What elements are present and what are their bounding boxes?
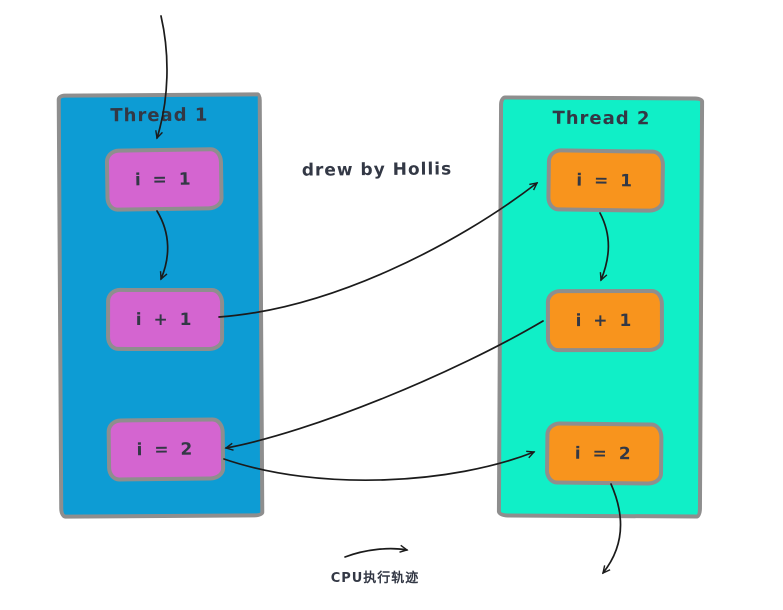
thread1-panel: Thread 1 i = 1 i + 1 i = 2 xyxy=(56,92,265,519)
credit-text: drew by Hollis xyxy=(301,159,453,181)
thread1-title: Thread 1 xyxy=(110,104,209,127)
thread1-node-i-eq-1: i = 1 xyxy=(104,147,224,212)
thread1-node-i-plus-1: i + 1 xyxy=(106,287,225,352)
thread2-title: Thread 2 xyxy=(552,107,651,130)
thread2-node-i-plus-1: i + 1 xyxy=(545,288,664,353)
thread2-node-i-eq-1: i = 1 xyxy=(546,148,666,213)
cross-arrow-t1ieq2-to-t2ieq2 xyxy=(223,450,536,482)
thread2-panel: Thread 2 i = 1 i + 1 i = 2 xyxy=(496,95,705,519)
thread2-node-i-eq-2: i = 2 xyxy=(544,421,664,486)
legend-label: CPU执行轨迹 xyxy=(330,571,420,586)
cross-arrow-t2iplus1-to-t1ieq2 xyxy=(224,320,544,451)
thread1-node-i-eq-2: i = 2 xyxy=(106,417,226,482)
cross-arrow-t1iplus1-to-t2ieq1 xyxy=(218,182,539,318)
legend-arrow xyxy=(344,544,409,558)
